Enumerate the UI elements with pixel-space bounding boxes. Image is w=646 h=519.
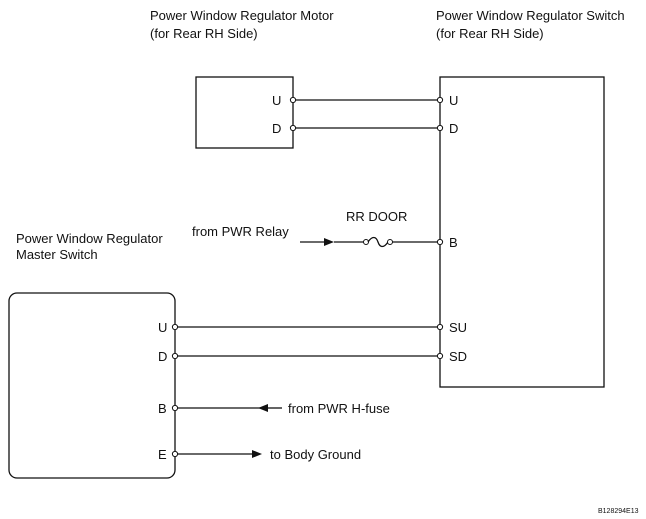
master-terminal-b	[171, 404, 179, 412]
master-pin-u: U	[158, 320, 167, 335]
to-ground-label: to Body Ground	[270, 447, 361, 462]
from-hfuse-label: from PWR H-fuse	[288, 401, 390, 416]
rr-switch-pin-u: U	[449, 93, 458, 108]
relay-arrow-head	[324, 238, 334, 246]
motor-title-line2: (for Rear RH Side)	[150, 26, 258, 41]
rr-terminal-u	[436, 96, 444, 104]
master-switch-box	[8, 292, 176, 479]
master-pin-d: D	[158, 349, 167, 364]
master-pin-e: E	[158, 447, 167, 462]
rr-terminal-b	[436, 238, 444, 246]
master-switch-title-line1: Power Window Regulator	[16, 231, 163, 246]
rr-switch-title-line1: Power Window Regulator Switch	[436, 8, 625, 23]
rr-switch-pin-b: B	[449, 235, 458, 250]
motor-title-line1: Power Window Regulator Motor	[150, 8, 334, 23]
rr-terminal-sd	[436, 352, 444, 360]
rr-switch-pin-sd: SD	[449, 349, 467, 364]
motor-terminal-d	[289, 124, 297, 132]
fuse-icon	[367, 236, 389, 248]
master-terminal-d	[171, 352, 179, 360]
fuse-terminal-left	[363, 239, 369, 245]
motor-box	[195, 76, 294, 149]
master-terminal-u	[171, 323, 179, 331]
rr-terminal-d	[436, 124, 444, 132]
master-pin-b: B	[158, 401, 167, 416]
ground-arrow-head	[252, 450, 262, 458]
hfuse-arrow-head	[258, 404, 268, 412]
motor-pin-u: U	[272, 93, 281, 108]
fuse-label: RR DOOR	[346, 209, 407, 224]
motor-terminal-u	[289, 96, 297, 104]
rr-switch-pin-d: D	[449, 121, 458, 136]
rr-switch-title-line2: (for Rear RH Side)	[436, 26, 544, 41]
fuse-terminal-right	[387, 239, 393, 245]
motor-pin-d: D	[272, 121, 281, 136]
rr-switch-box	[439, 76, 605, 388]
master-switch-title-line2: Master Switch	[16, 247, 98, 262]
rr-switch-pin-su: SU	[449, 320, 467, 335]
figure-code: B128294E13	[598, 508, 639, 515]
from-relay-label: from PWR Relay	[192, 224, 289, 239]
rr-terminal-su	[436, 323, 444, 331]
master-terminal-e	[171, 450, 179, 458]
